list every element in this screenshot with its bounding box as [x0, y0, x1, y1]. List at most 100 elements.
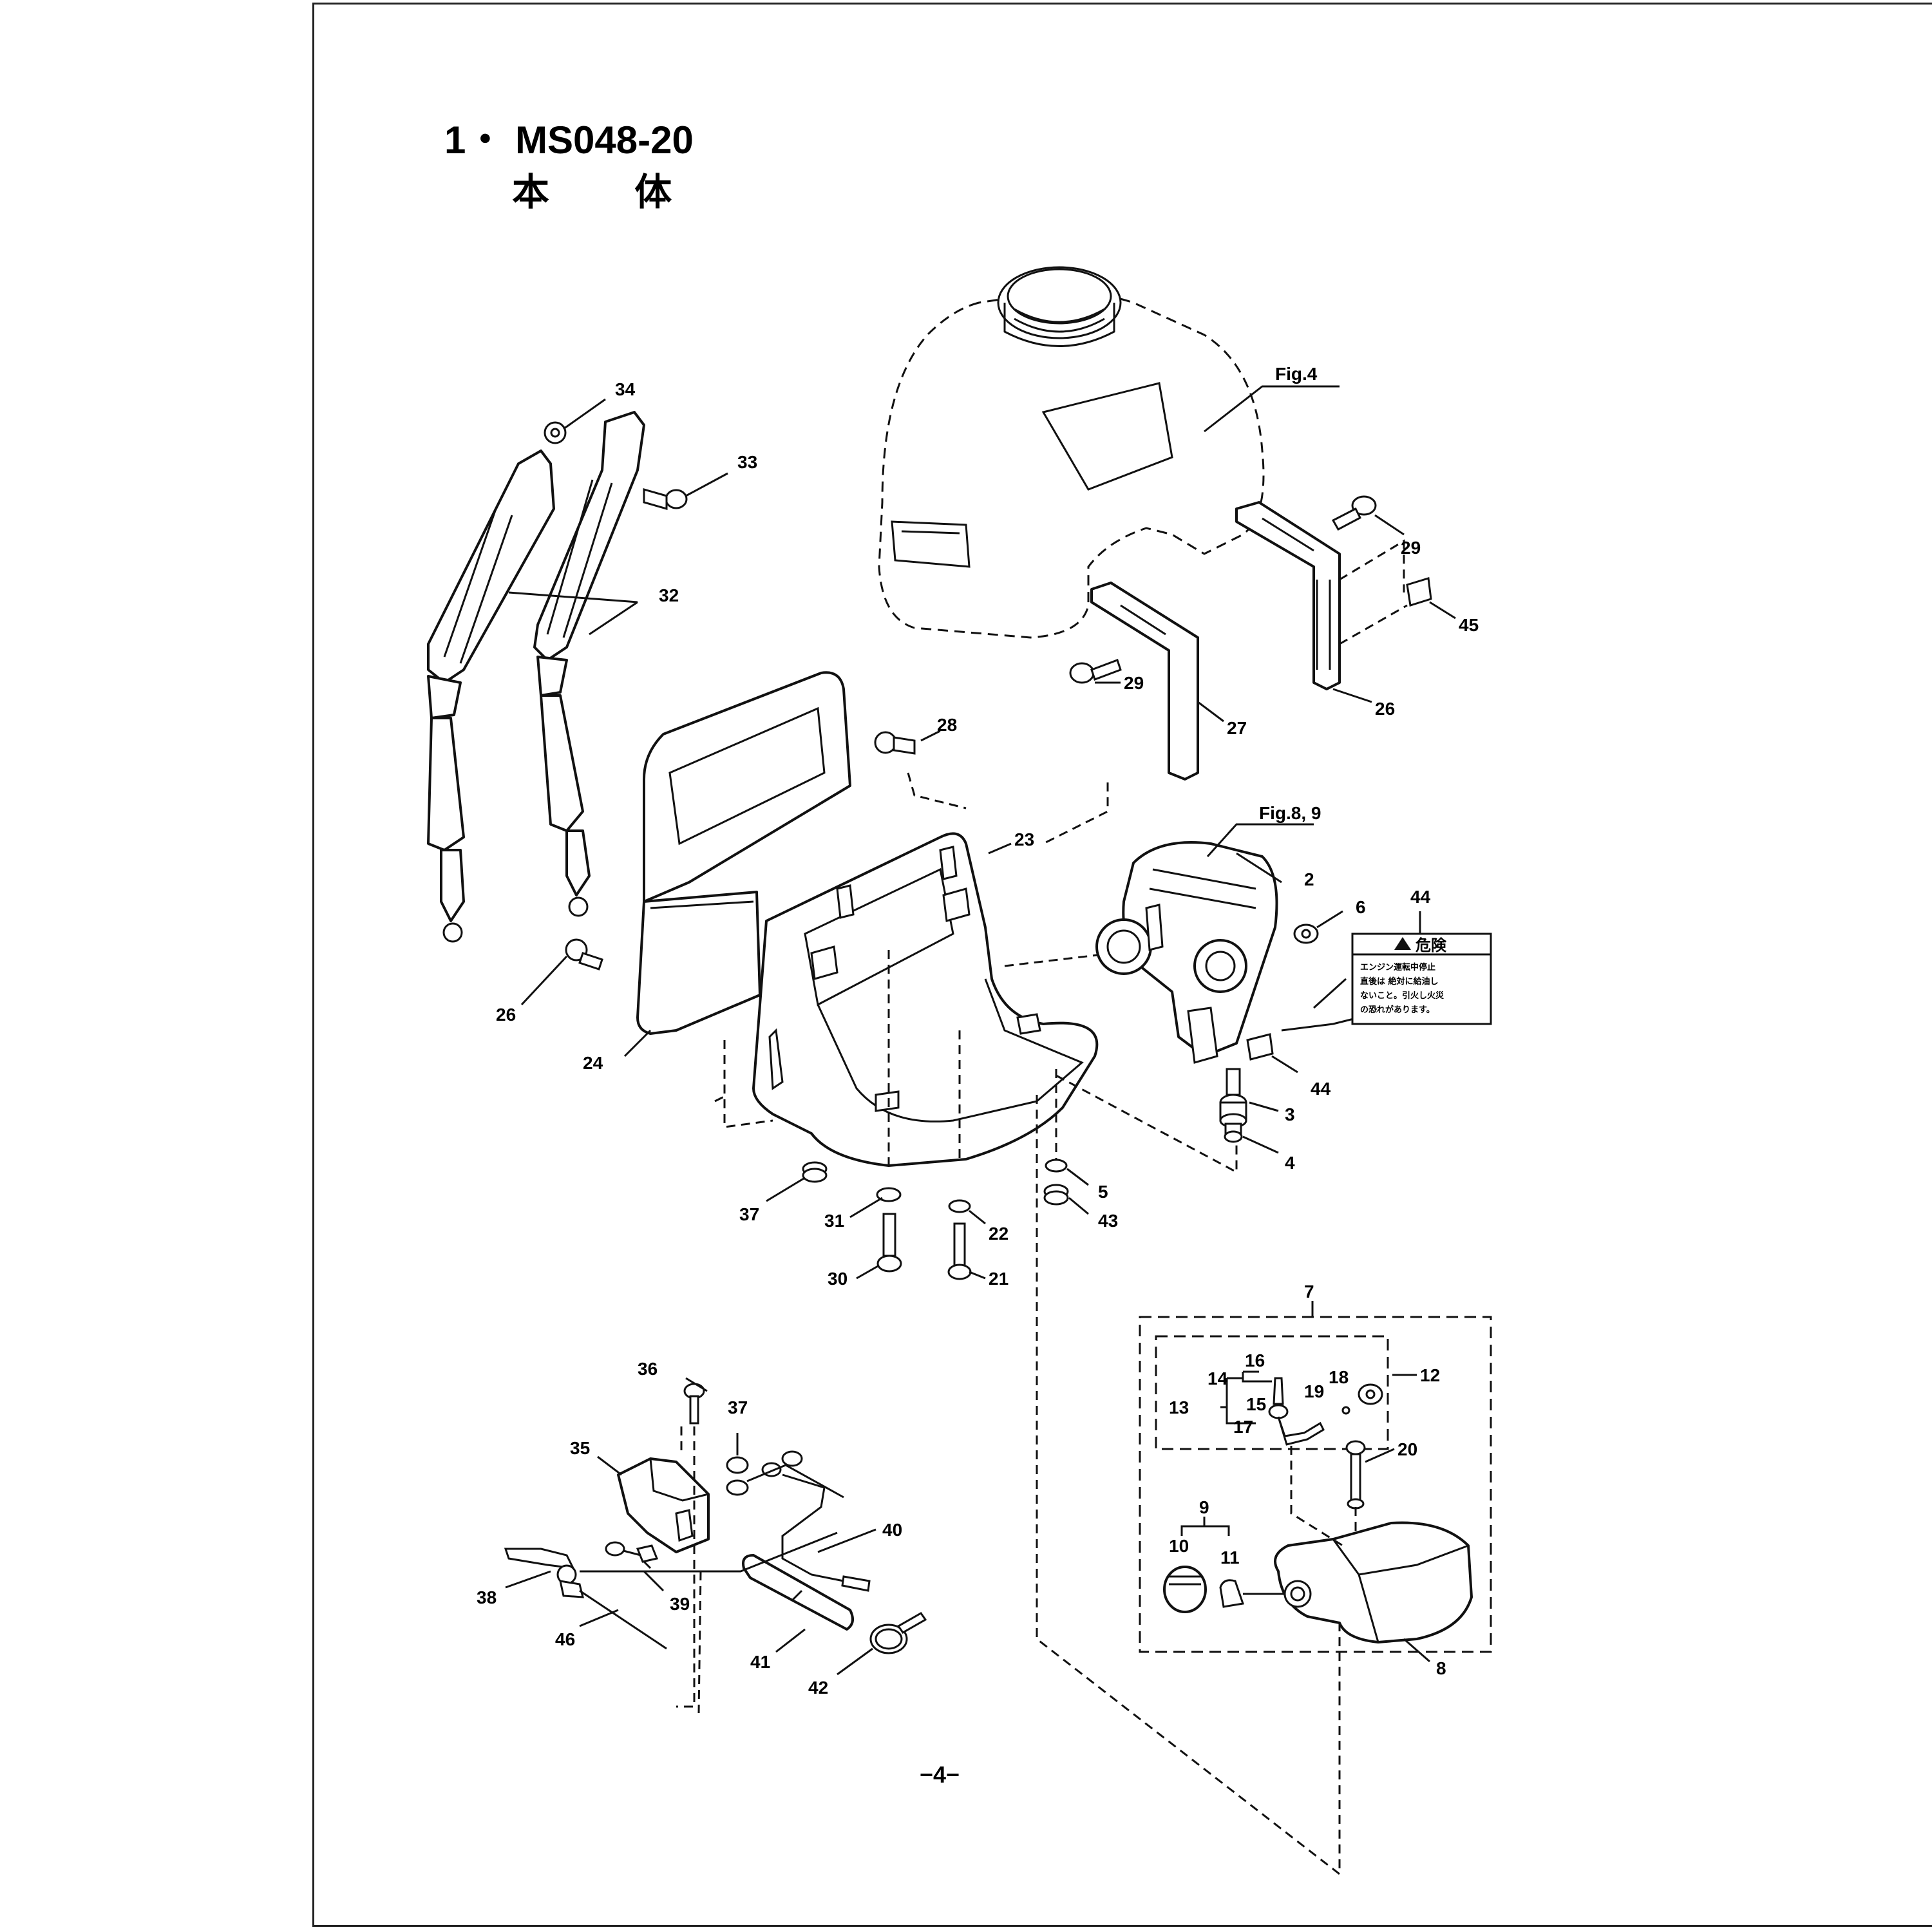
bracket-13-14 [1220, 1370, 1272, 1425]
leader-27 [1197, 701, 1224, 723]
callout-30: 30 [828, 1269, 848, 1289]
callout-26-bracket: 26 [1375, 699, 1395, 719]
bolt-29-lower [1069, 659, 1122, 684]
leader-5 [1066, 1168, 1089, 1186]
callout-42: 42 [808, 1678, 828, 1698]
fig4-leader [1204, 385, 1340, 433]
leader-6 [1316, 910, 1343, 929]
back-pad-24 [636, 671, 851, 1035]
leader-35 [597, 1455, 622, 1476]
callout-27: 27 [1227, 718, 1247, 738]
callout-29-lower: 29 [1124, 673, 1144, 693]
callout-11: 11 [1220, 1548, 1240, 1567]
leader-32 [508, 591, 638, 636]
callout-5: 5 [1098, 1182, 1108, 1202]
callout-38: 38 [477, 1587, 497, 1607]
leader-42 [837, 1647, 873, 1676]
tank-bracket-26 [1235, 501, 1341, 690]
callout-37-frame: 37 [739, 1204, 759, 1224]
grommet-18 [1358, 1383, 1383, 1405]
leader-20 [1365, 1448, 1395, 1463]
leader-8 [1403, 1638, 1430, 1663]
hose-41 [742, 1554, 854, 1631]
title-index: 1・ [444, 118, 504, 162]
leader-31 [849, 1197, 883, 1218]
callout-36: 36 [638, 1359, 658, 1379]
warning-line-4: の恐れがあります。 [1360, 1005, 1435, 1015]
leader-2 [1236, 852, 1282, 884]
warning-line-1: エンジン運転中停止 [1360, 962, 1435, 972]
fuel-tank-8 [1274, 1521, 1473, 1643]
label-45 [1406, 577, 1432, 607]
mount-rubber-3 [1219, 1068, 1247, 1128]
leader-30 [856, 1264, 880, 1280]
shoulder-strap-right [533, 411, 645, 917]
leader-26b [520, 955, 568, 1006]
strainer-pickup-16 [1268, 1377, 1325, 1446]
bolt-30 [876, 1213, 902, 1273]
bolt-26-pad [565, 938, 603, 971]
callout-3: 3 [1285, 1104, 1295, 1124]
link-38-39 [580, 1531, 838, 1573]
guide-36 [676, 1426, 696, 1708]
bolt-28 [874, 731, 916, 755]
fig89-leader [1206, 823, 1314, 858]
warning-line-3: ないこと。引火し火災 [1360, 991, 1444, 1001]
label-44-small [1246, 1033, 1274, 1061]
callout-44-small: 44 [1311, 1079, 1331, 1099]
callout-44-label: 44 [1410, 887, 1431, 907]
callout-7: 7 [1304, 1282, 1314, 1302]
callout-41: 41 [750, 1652, 770, 1672]
callout-8: 8 [1436, 1658, 1446, 1678]
callout-35: 35 [570, 1438, 590, 1458]
leader-24 [623, 1029, 652, 1057]
guide-pickup [1290, 1446, 1343, 1547]
leader-22 [969, 1209, 986, 1225]
leader-36 [685, 1377, 708, 1392]
leader-3 [1249, 1101, 1279, 1112]
leader-37a [766, 1177, 804, 1202]
callout-9: 9 [1199, 1497, 1209, 1517]
callout-23: 23 [1014, 829, 1034, 849]
callout-34: 34 [615, 379, 636, 399]
callout-20: 20 [1397, 1439, 1417, 1459]
callout-28: 28 [937, 715, 957, 735]
throttle-holder-35 [617, 1457, 710, 1553]
clip-19 [1341, 1406, 1350, 1415]
callout-14: 14 [1208, 1368, 1228, 1388]
callout-13: 13 [1169, 1397, 1189, 1417]
throttle-lever-38 [504, 1548, 584, 1598]
leader-4 [1242, 1135, 1279, 1154]
tank-outline [878, 266, 1265, 639]
callout-6: 6 [1356, 897, 1366, 917]
leader-29a [1374, 514, 1405, 536]
callout-37-throttle: 37 [728, 1397, 748, 1417]
leader-43 [1068, 1197, 1089, 1215]
leader-40 [817, 1528, 876, 1553]
vent-valve-20 [1345, 1440, 1366, 1510]
guide-fueltank [1036, 1095, 1341, 1877]
washer-31 [876, 1187, 902, 1202]
leader-44-label [1281, 978, 1359, 1032]
bolt-33 [643, 488, 688, 510]
bolt-21 [947, 1222, 972, 1280]
fig4-reference: Fig.4 [1275, 364, 1318, 384]
guide-engine [1056, 1074, 1238, 1174]
bracket-9 [1180, 1517, 1230, 1536]
nut-6 [1293, 923, 1319, 944]
leader-33 [685, 472, 728, 497]
tank-bracket-27 [1090, 582, 1199, 781]
callout-4: 4 [1285, 1153, 1295, 1173]
callout-31: 31 [824, 1211, 844, 1231]
screw-36 [683, 1383, 705, 1425]
callout-39: 39 [670, 1594, 690, 1614]
leader-28 [920, 730, 941, 742]
callout-45: 45 [1459, 615, 1479, 635]
leader-41 [775, 1628, 806, 1653]
leader-23 [988, 842, 1012, 855]
fig89-reference: Fig.8, 9 [1259, 803, 1321, 823]
leader-45 [1429, 601, 1456, 620]
leader-46 [579, 1609, 619, 1627]
guide-28 [907, 772, 967, 810]
